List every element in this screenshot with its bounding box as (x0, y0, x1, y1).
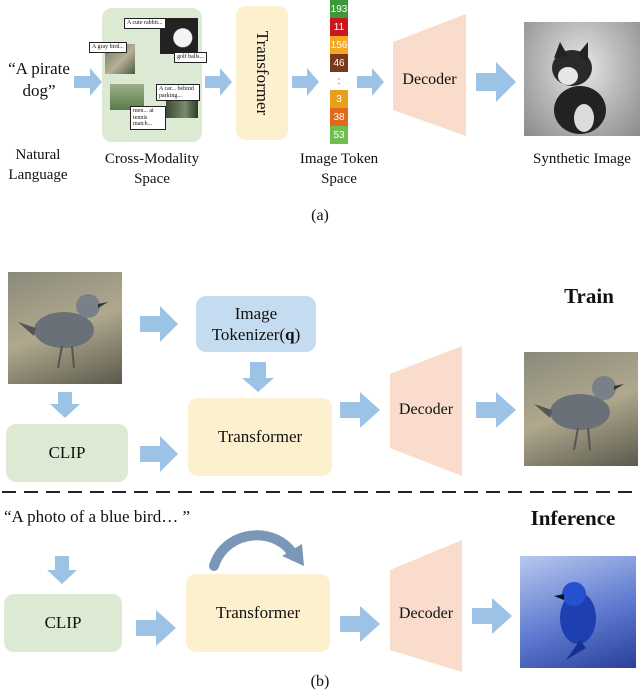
tokenizer-label-line2: Tokenizer (211, 325, 280, 344)
tokenizer-label-line2-wrap: Tokenizer(q) (211, 325, 301, 344)
transformer-box-inference: Transformer (186, 574, 330, 652)
blue-bird-drawing (554, 582, 596, 660)
clip-label-inference: CLIP (44, 613, 82, 632)
input-bird-image (8, 272, 122, 384)
reconstructed-bird-image (524, 352, 638, 466)
token-cell: 156 (330, 36, 348, 54)
note-cute: A cute rabbit... (124, 18, 166, 29)
decoder-shape-a (393, 14, 466, 136)
token-cell: 11 (330, 18, 348, 36)
tokenizer-symbol: q (285, 325, 295, 344)
note-car: A car... behind parking... (156, 84, 200, 102)
token-cell: 3 (330, 90, 348, 108)
token-cell: : (330, 72, 348, 90)
arrow-transformer-to-tokens (292, 68, 319, 96)
token-cell: 46 (330, 54, 348, 72)
arrow-transformer-to-decoder-train (340, 392, 380, 428)
transformer-label-train: Transformer (217, 427, 303, 446)
clip-label-train: CLIP (48, 443, 86, 462)
arrow-prompt-to-cross (74, 68, 102, 96)
arrow-clip-to-transformer-inf (136, 610, 176, 646)
tokenizer-label-line1: Image (234, 303, 278, 323)
arrow-tokenizer-to-transformer (242, 362, 274, 392)
arrow-decoder-to-image (476, 62, 516, 102)
token-cell: 38 (330, 108, 348, 126)
caption-a: (a) (311, 207, 329, 224)
decoder-shape-inf (390, 540, 462, 672)
thumb-tennis (110, 84, 144, 110)
arrow-decoder-to-image-train (476, 392, 516, 428)
decoder-shape-train (390, 346, 462, 476)
arrow-bird-to-tokenizer (140, 306, 178, 342)
transformer-box-train: Transformer (188, 398, 332, 476)
inference-prompt: “A photo of a blue bird… ” (4, 507, 191, 526)
synthetic-label: Synthetic Image (533, 151, 631, 167)
image-tokenizer-box: Image Tokenizer(q) (196, 296, 316, 352)
arrow-tokens-to-decoder (357, 68, 384, 96)
clip-box-inference: CLIP (4, 594, 122, 652)
decoder-label-inference: Decoder (398, 605, 454, 622)
generated-blue-bird-image (520, 556, 636, 668)
token-cell: 53 (330, 126, 348, 144)
autoregressive-curved-arrow (209, 530, 299, 571)
transformer-box-a: Transformer (236, 6, 288, 140)
image-token-label: Image Token Space (299, 151, 379, 187)
inference-label: Inference (530, 506, 616, 530)
natural-language-label: Natural Language (8, 147, 68, 183)
bird-drawing-train (18, 294, 108, 369)
arrow-clip-to-transformer (140, 436, 178, 472)
cross-modality-label: Cross-Modality Space (104, 151, 200, 187)
arrow-bird-to-clip (50, 392, 80, 418)
note-tennis: men... at tennis match... (130, 106, 166, 130)
synthetic-image (524, 22, 640, 136)
bird-drawing-output (534, 376, 624, 451)
train-label: Train (564, 284, 614, 308)
note-golf: golf balls... (174, 52, 207, 63)
arrow-decoder-to-image-inf (472, 598, 512, 634)
decoder-label-train: Decoder (398, 401, 454, 418)
arrow-prompt-to-clip (47, 556, 77, 584)
arrow-transformer-to-decoder-inf (340, 606, 380, 642)
caption-b: (b) (310, 673, 330, 690)
natural-language-prompt: “A pirate dog” (8, 59, 70, 101)
clip-box-train: CLIP (6, 424, 128, 482)
decoder-label-a: Decoder (402, 71, 457, 88)
pirate-dog-drawing (552, 42, 606, 134)
arrow-cross-to-transformer (205, 68, 232, 96)
note-gray: A gray bird... (89, 42, 127, 53)
transformer-label-inference: Transformer (215, 603, 301, 622)
transformer-label-a: Transformer (253, 30, 272, 116)
autoregressive-arrowhead (282, 544, 304, 566)
thumb-golf-balls (160, 18, 198, 54)
token-cell: 193 (330, 0, 348, 18)
